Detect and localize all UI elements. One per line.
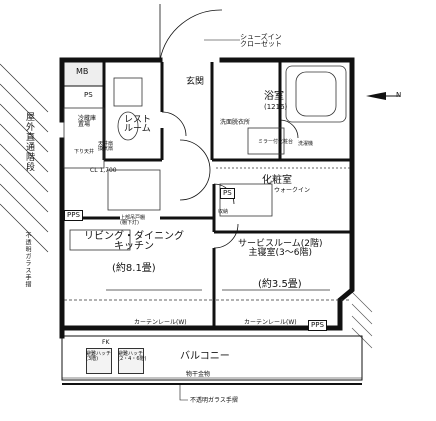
label-shoes-closet: シューズイン クローゼット: [240, 33, 282, 48]
label-service-size: (約3.5畳): [258, 279, 302, 290]
label-reizouko: 冷蔵庫 置場: [78, 115, 97, 128]
label-washer: 洗濯機: [298, 141, 314, 147]
door-arcs: [159, 4, 299, 249]
leader-line: [179, 384, 188, 401]
label-ldk-size: (約8.1畳): [112, 263, 156, 274]
label-okugai: 屋外直通階段: [24, 112, 34, 172]
label-curtain-left: カーテンレール(W): [134, 319, 187, 326]
label-mb: MB: [76, 67, 89, 76]
label-monohoshi: 物干金物: [186, 371, 211, 378]
label-ldk: リビング・ダイニング キッチン: [84, 231, 184, 252]
label-ue-tenjo: 下り天井: [74, 149, 95, 155]
label-fk: FK: [102, 339, 110, 346]
label-pps-right: PPS: [308, 320, 327, 331]
label-balcony: バルコニー: [180, 351, 230, 362]
label-yokushitsu-size: (1216): [264, 103, 288, 111]
label-senmen: 洗面脱衣所: [220, 119, 251, 126]
detail-lines: [63, 65, 350, 301]
mb-box: [63, 61, 105, 87]
label-tenjo-kanki: 天井扇 換気扇: [98, 141, 114, 152]
interior-walls: [64, 62, 352, 328]
label-mirror: ミラー付化粧台: [258, 139, 294, 145]
exterior-stair-lines: [0, 63, 49, 253]
label-futoumei: 不透明ガラス手摺: [190, 397, 238, 404]
label-ps-mid: PS: [220, 188, 235, 199]
outer-walls: [59, 57, 355, 339]
compass-label: N: [396, 91, 402, 99]
label-walkin: ウォークイン: [274, 187, 311, 194]
label-keshoushitsu: 化粧室: [262, 175, 292, 186]
label-ps-top: PS: [84, 91, 93, 99]
label-service-room: サービスルーム(2階) 主寝室(3〜6階): [238, 239, 323, 258]
label-cl: CL 1,700: [90, 167, 117, 174]
label-yokushitsu: 浴室: [264, 91, 284, 102]
label-shunou: 収納: [218, 209, 229, 215]
label-hatch-right: 避難ハッチ (2・4・6階): [118, 351, 147, 362]
label-rest-room: レスト ルーム: [124, 115, 152, 134]
label-hatch-left: 避難ハッチ (3階): [86, 351, 112, 362]
balcony-area: [61, 335, 363, 385]
label-joubu: 上部吊戸棚 (棚下灯): [120, 215, 146, 226]
label-curtain-right: カーテンレール(W): [244, 319, 297, 326]
label-futoumei-side: 不透明ガラス手摺: [24, 232, 31, 288]
compass-icon: [366, 92, 400, 100]
hatch-left-icon: [86, 348, 112, 374]
label-pps-left: PPS: [64, 210, 83, 221]
label-genkan: 玄関: [186, 77, 205, 87]
hatch-right-icon: [118, 348, 144, 374]
